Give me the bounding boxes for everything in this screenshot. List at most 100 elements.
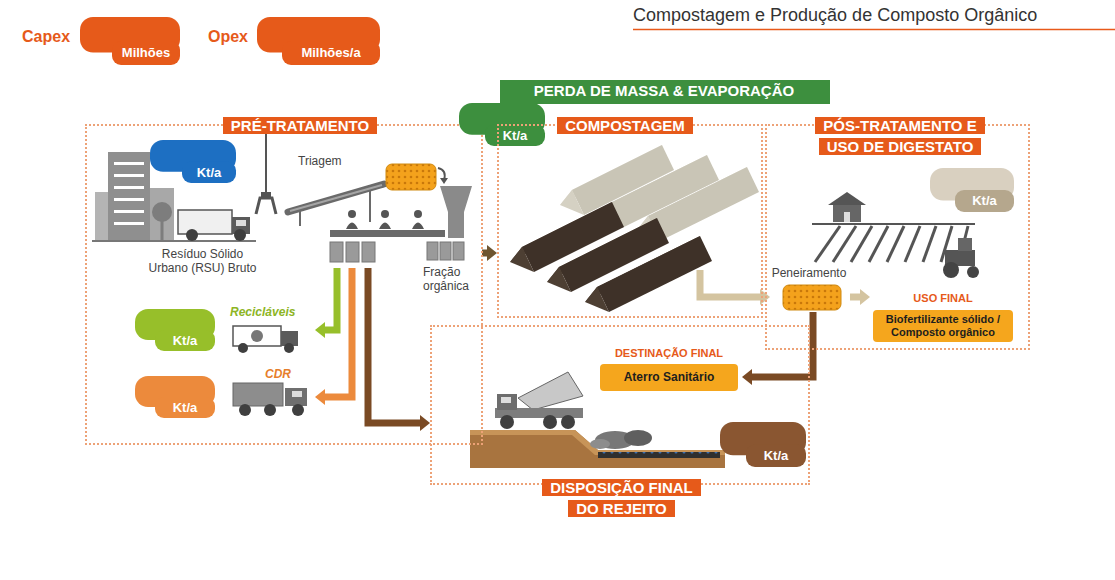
- garbage-truck-part: [234, 229, 246, 241]
- farm-field-part: [887, 226, 904, 262]
- blob-tab: [746, 445, 806, 468]
- farm-field-part: [923, 226, 936, 262]
- farm-field-part: [833, 205, 861, 222]
- city-buildings-part: [114, 174, 144, 177]
- title-rule: [633, 29, 1115, 31]
- sorting-line-part: [290, 185, 382, 211]
- city-buildings-part: [150, 188, 174, 241]
- garbage-truck-part: [186, 229, 198, 241]
- organic-fraction: Fração orgânica: [420, 182, 482, 295]
- blob-tab: [282, 41, 380, 65]
- cost-blob: OpexMilhões/a: [205, 16, 382, 67]
- flow-line: [325, 268, 352, 397]
- stage-heading: PRÉ-TRATAMENTO: [223, 117, 377, 134]
- value-unit: Kt/a: [182, 162, 236, 184]
- sorting-line-part: [348, 210, 356, 218]
- recycling-truck-part: [251, 330, 263, 342]
- step-label: Peneiramento: [770, 266, 848, 280]
- farm-field-part: [812, 223, 975, 225]
- sorting-line-part: [346, 223, 358, 230]
- cdr-truck-part: [285, 388, 307, 406]
- flow-arrow: [368, 268, 430, 431]
- output-stream: CDRKt/a: [133, 366, 315, 420]
- sorting-line-part: [427, 242, 438, 260]
- box-caption: DESTINAÇÃO FINAL: [598, 347, 740, 359]
- grab-claw-part: [265, 128, 267, 194]
- sorting-line-part: [381, 210, 389, 218]
- sorting-line-part: [299, 210, 301, 226]
- arrow-head: [860, 289, 870, 305]
- garbage-truck: [178, 210, 250, 241]
- heading-holder: DISPOSIÇÃO FINAL DO REJEITO: [539, 477, 704, 519]
- landfill-scene-part: [518, 372, 583, 410]
- landfill-scene-part: [500, 415, 514, 429]
- garbage-truck-part: [178, 210, 232, 234]
- cost-heading: Opex: [208, 28, 248, 46]
- output-stream: RecicláveisKt/a: [133, 303, 315, 355]
- stage-region: COMPOSTAGEM: [497, 124, 763, 318]
- screening-drum: [783, 285, 841, 310]
- screening-drum-part: [783, 285, 841, 310]
- farm-field-part: [828, 192, 866, 205]
- arrow-head: [315, 322, 325, 338]
- step-label: Triagem: [298, 154, 342, 168]
- heading-holder: PRÉ-TRATAMENTO: [200, 115, 400, 136]
- cdr-truck: [233, 383, 307, 416]
- arrow-head: [487, 245, 497, 261]
- cdr-truck-part: [292, 391, 302, 397]
- farm-field-part: [967, 266, 979, 278]
- sorting-line: [288, 164, 472, 262]
- city-buildings-part: [114, 222, 144, 225]
- flow-arrow: [850, 289, 870, 305]
- sorting-line-part: [440, 186, 472, 238]
- end-use: USO FINALBiofertilizante sólido / Compos…: [870, 290, 1018, 344]
- band-title: PERDA DE MASSA & EVAPORAÇÃO: [500, 80, 828, 102]
- value-unit: Milhões: [112, 41, 180, 65]
- city-buildings-part: [114, 186, 144, 189]
- blob-tab: [182, 162, 236, 184]
- sorting-line-part: [379, 223, 391, 230]
- sorting-step: Triagem: [285, 150, 425, 268]
- recycling-truck-part: [238, 343, 248, 353]
- heading-holder: COMPOSTAGEM: [530, 115, 720, 136]
- farm-field-part: [943, 262, 959, 278]
- compost-windrows-part: [648, 167, 759, 241]
- grab-claw-part: [256, 198, 276, 214]
- mass-blob: Kt/a: [930, 168, 1016, 214]
- farm-field-part: [905, 226, 920, 262]
- compost-windrows: [510, 145, 763, 312]
- landfill-scene-part: [624, 430, 652, 446]
- city-buildings-part: [108, 152, 150, 241]
- compost-windrows-part: [700, 270, 763, 297]
- stage-heading: COMPOSTAGEM: [557, 117, 693, 134]
- heading-holder: PÓS-TRATAMENTO E USO DE DIGESTATO: [805, 115, 995, 157]
- city-buildings-part: [114, 210, 144, 213]
- farm-field-part: [844, 212, 850, 222]
- cdr-truck-part: [264, 404, 276, 416]
- sorting-line-part: [369, 190, 371, 222]
- final-destination: DESTINAÇÃO FINALAterro Sanitário: [598, 345, 742, 393]
- farm-field-part: [869, 226, 888, 262]
- sorting-line-part: [414, 210, 422, 218]
- landfill-scene-part: [598, 452, 720, 458]
- compost-windrows-part: [510, 247, 534, 272]
- sorting-line-part: [386, 164, 436, 190]
- step-label: Fração orgânica: [423, 265, 480, 293]
- sorting-line-part: [330, 230, 445, 237]
- sorting-line-part: [440, 242, 451, 260]
- cost-blob: CapexMilhões: [18, 16, 182, 67]
- arrow-head: [420, 415, 430, 431]
- blob-tab: [485, 125, 545, 147]
- loss-band: PERDA DE MASSA & EVAPORAÇÃO: [500, 80, 830, 104]
- value-unit: Kt/a: [485, 125, 545, 147]
- landfill-scene-part: [590, 439, 610, 449]
- arrow-head: [315, 389, 325, 405]
- stage-heading: PÓS-TRATAMENTO E USO DE DIGESTATO: [815, 117, 984, 155]
- city-buildings-part: [92, 240, 256, 242]
- sorting-line-part: [362, 242, 375, 262]
- blob-tab: [155, 330, 215, 351]
- blob-shape: [930, 168, 1014, 212]
- box-caption: USO FINAL: [870, 292, 1016, 304]
- value-unit: Kt/a: [955, 190, 1014, 212]
- landfill-scene-part: [561, 415, 575, 429]
